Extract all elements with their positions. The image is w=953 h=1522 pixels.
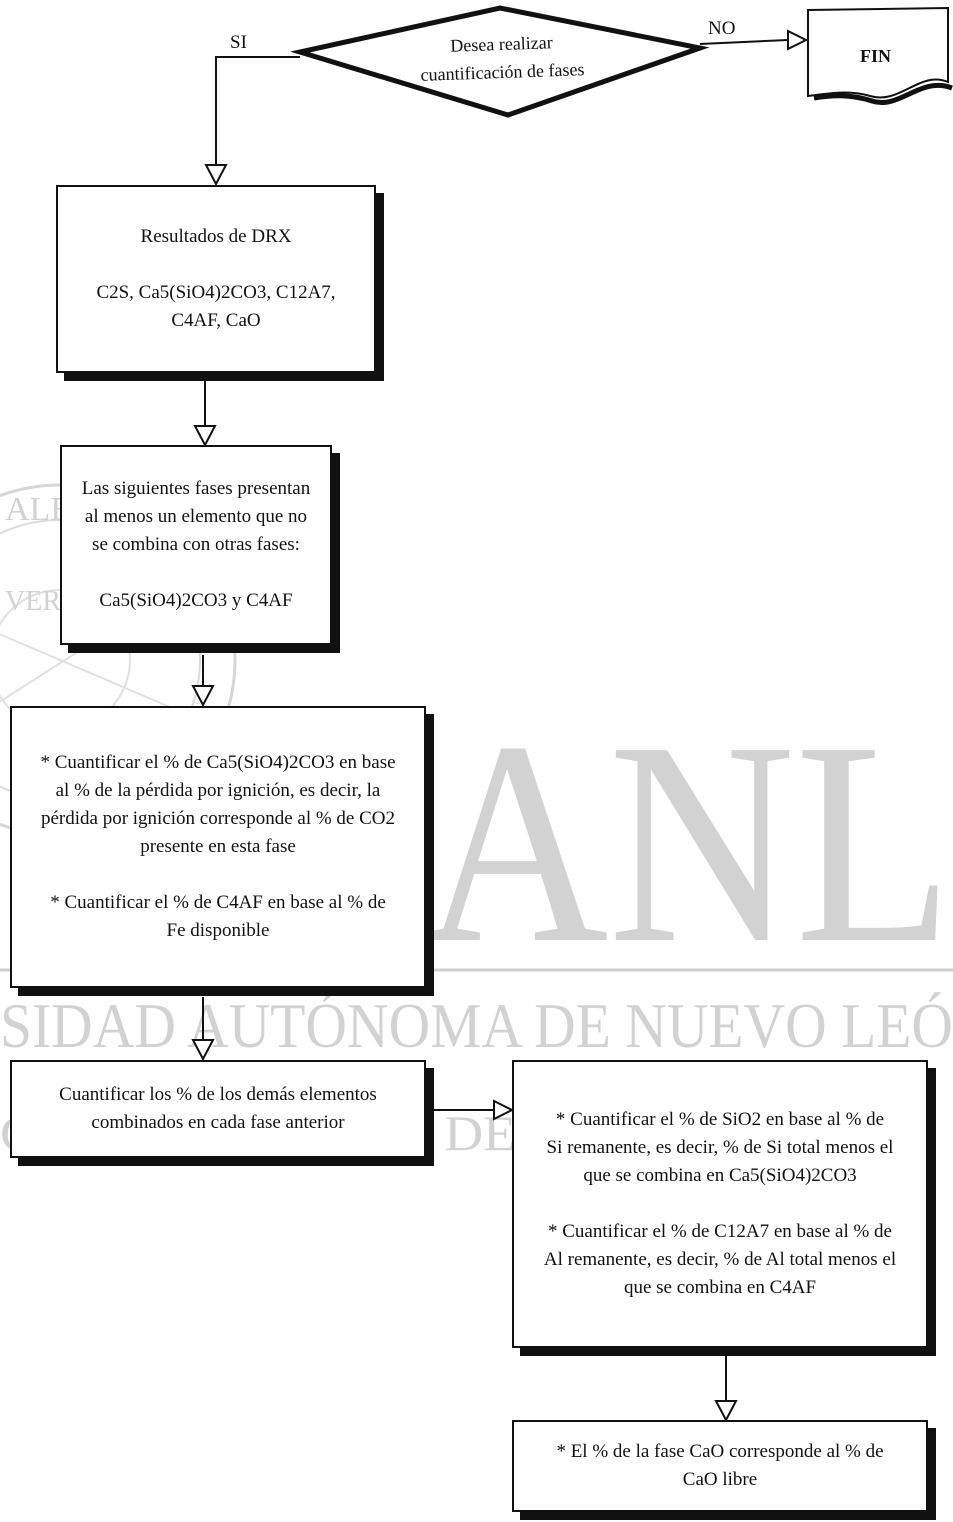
quantify-first-item1-line-2: al % de la pérdida por ignición, es deci… <box>55 780 381 801</box>
arrowhead-others <box>191 1039 215 1062</box>
quantify-remaining-item1-line-2: Si remanente, es decir, % de Si total me… <box>546 1137 894 1158</box>
quantify-remaining-item1-line-1: * Cuantificar el % de SiO2 en base al % … <box>555 1109 885 1130</box>
quantify-first-box: * Cuantificar el % de Ca5(SiO4)2CO3 en b… <box>10 706 426 988</box>
drx-results-title: Resultados de DRX <box>140 226 292 247</box>
watermark-university: SIDAD AUTÓNOMA DE NUEVO LEÓ <box>0 990 953 1061</box>
quantify-remaining-item2-line-1: * Cuantificar el % de C12A7 en base al %… <box>548 1221 892 1242</box>
cao-phase-line-1: * El % de la fase CaO corresponde al % d… <box>556 1441 884 1462</box>
arrowhead-yes <box>204 164 228 187</box>
quantify-remaining-box: * Cuantificar el % de SiO2 en base al % … <box>512 1060 928 1348</box>
drx-phases-line-1: C2S, Ca5(SiO4)2CO3, C12A7, <box>96 282 336 303</box>
connector-yes <box>215 56 300 165</box>
uncombined-phases-list: Ca5(SiO4)2CO3 y C4AF <box>99 590 293 611</box>
uncombined-line-1: Las siguientes fases presentan <box>81 478 311 499</box>
connector-no <box>699 39 789 45</box>
uncombined-phases-box: Las siguientes fases presentan al menos … <box>60 445 332 645</box>
arrowhead-quantify <box>191 685 215 708</box>
cao-phase-box: * El % de la fase CaO corresponde al % d… <box>512 1420 928 1512</box>
uncombined-line-3: se combina con otras fases: <box>92 534 300 555</box>
fin-label: FIN <box>860 46 891 66</box>
quantify-first-item2-line-2: Fe disponible <box>166 920 270 941</box>
quantify-remaining-item2-line-3: que se combina en C4AF <box>623 1277 817 1298</box>
quantify-first-item1-line-1: * Cuantificar el % de Ca5(SiO4)2CO3 en b… <box>40 752 396 773</box>
quantify-first-item2-line-1: * Cuantificar el % de C4AF en base al % … <box>50 892 386 913</box>
quantify-others-line-2: combinados en cada fase anterior <box>91 1112 345 1133</box>
end-terminal-shadow <box>813 82 953 105</box>
uncombined-line-2: al menos un elemento que no <box>84 506 308 527</box>
arrowhead-cao <box>714 1400 738 1423</box>
quantify-others-line-1: Cuantificar los % de los demás elementos <box>59 1084 377 1105</box>
quantify-others-box: Cuantificar los % de los demás elementos… <box>10 1060 426 1158</box>
arrowhead-phases <box>193 425 217 448</box>
yes-label: SI <box>230 32 247 53</box>
quantify-first-item1-line-3: pérdida por ignición corresponde al % de… <box>40 808 396 829</box>
quantify-remaining-item1-line-3: que se combina en Ca5(SiO4)2CO3 <box>583 1165 857 1186</box>
arrowhead-remaining <box>493 1099 515 1121</box>
no-label: NO <box>708 18 736 39</box>
end-terminal-shape <box>807 6 949 99</box>
quantify-first-item1-line-4: presente en esta fase <box>140 836 296 857</box>
quantify-remaining-item2-line-2: Al remanente, es decir, % de Al total me… <box>543 1249 897 1270</box>
decision-text: Desea realizar cuantificación de fases <box>391 26 613 90</box>
decision-diamond <box>290 5 710 118</box>
drx-results-box: Resultados de DRX C2S, Ca5(SiO4)2CO3, C1… <box>56 185 376 373</box>
drx-phases-line-2: C4AF, CaO <box>171 310 261 331</box>
cao-phase-line-2: CaO libre <box>682 1469 758 1490</box>
arrowhead-no <box>787 29 809 51</box>
